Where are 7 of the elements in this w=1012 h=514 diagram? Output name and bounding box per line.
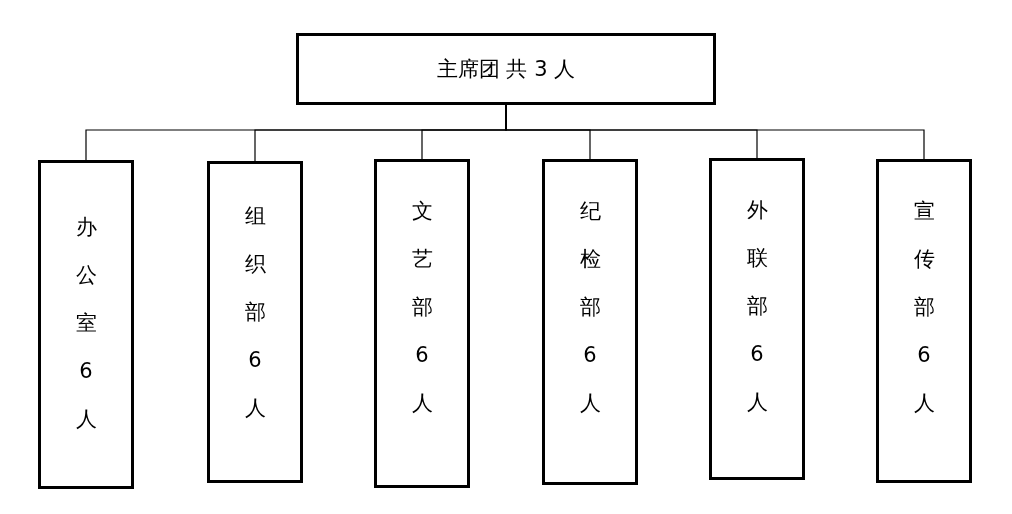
department-box: 纪检部6人 xyxy=(542,159,638,485)
department-box: 组织部6人 xyxy=(207,161,303,483)
presidium-box: 主席团 共 3 人 xyxy=(296,33,716,105)
department-box: 宣传部6人 xyxy=(876,159,972,483)
department-box: 办公室6人 xyxy=(38,160,134,489)
department-box: 文艺部6人 xyxy=(374,159,470,488)
department-box: 外联部6人 xyxy=(709,158,805,480)
